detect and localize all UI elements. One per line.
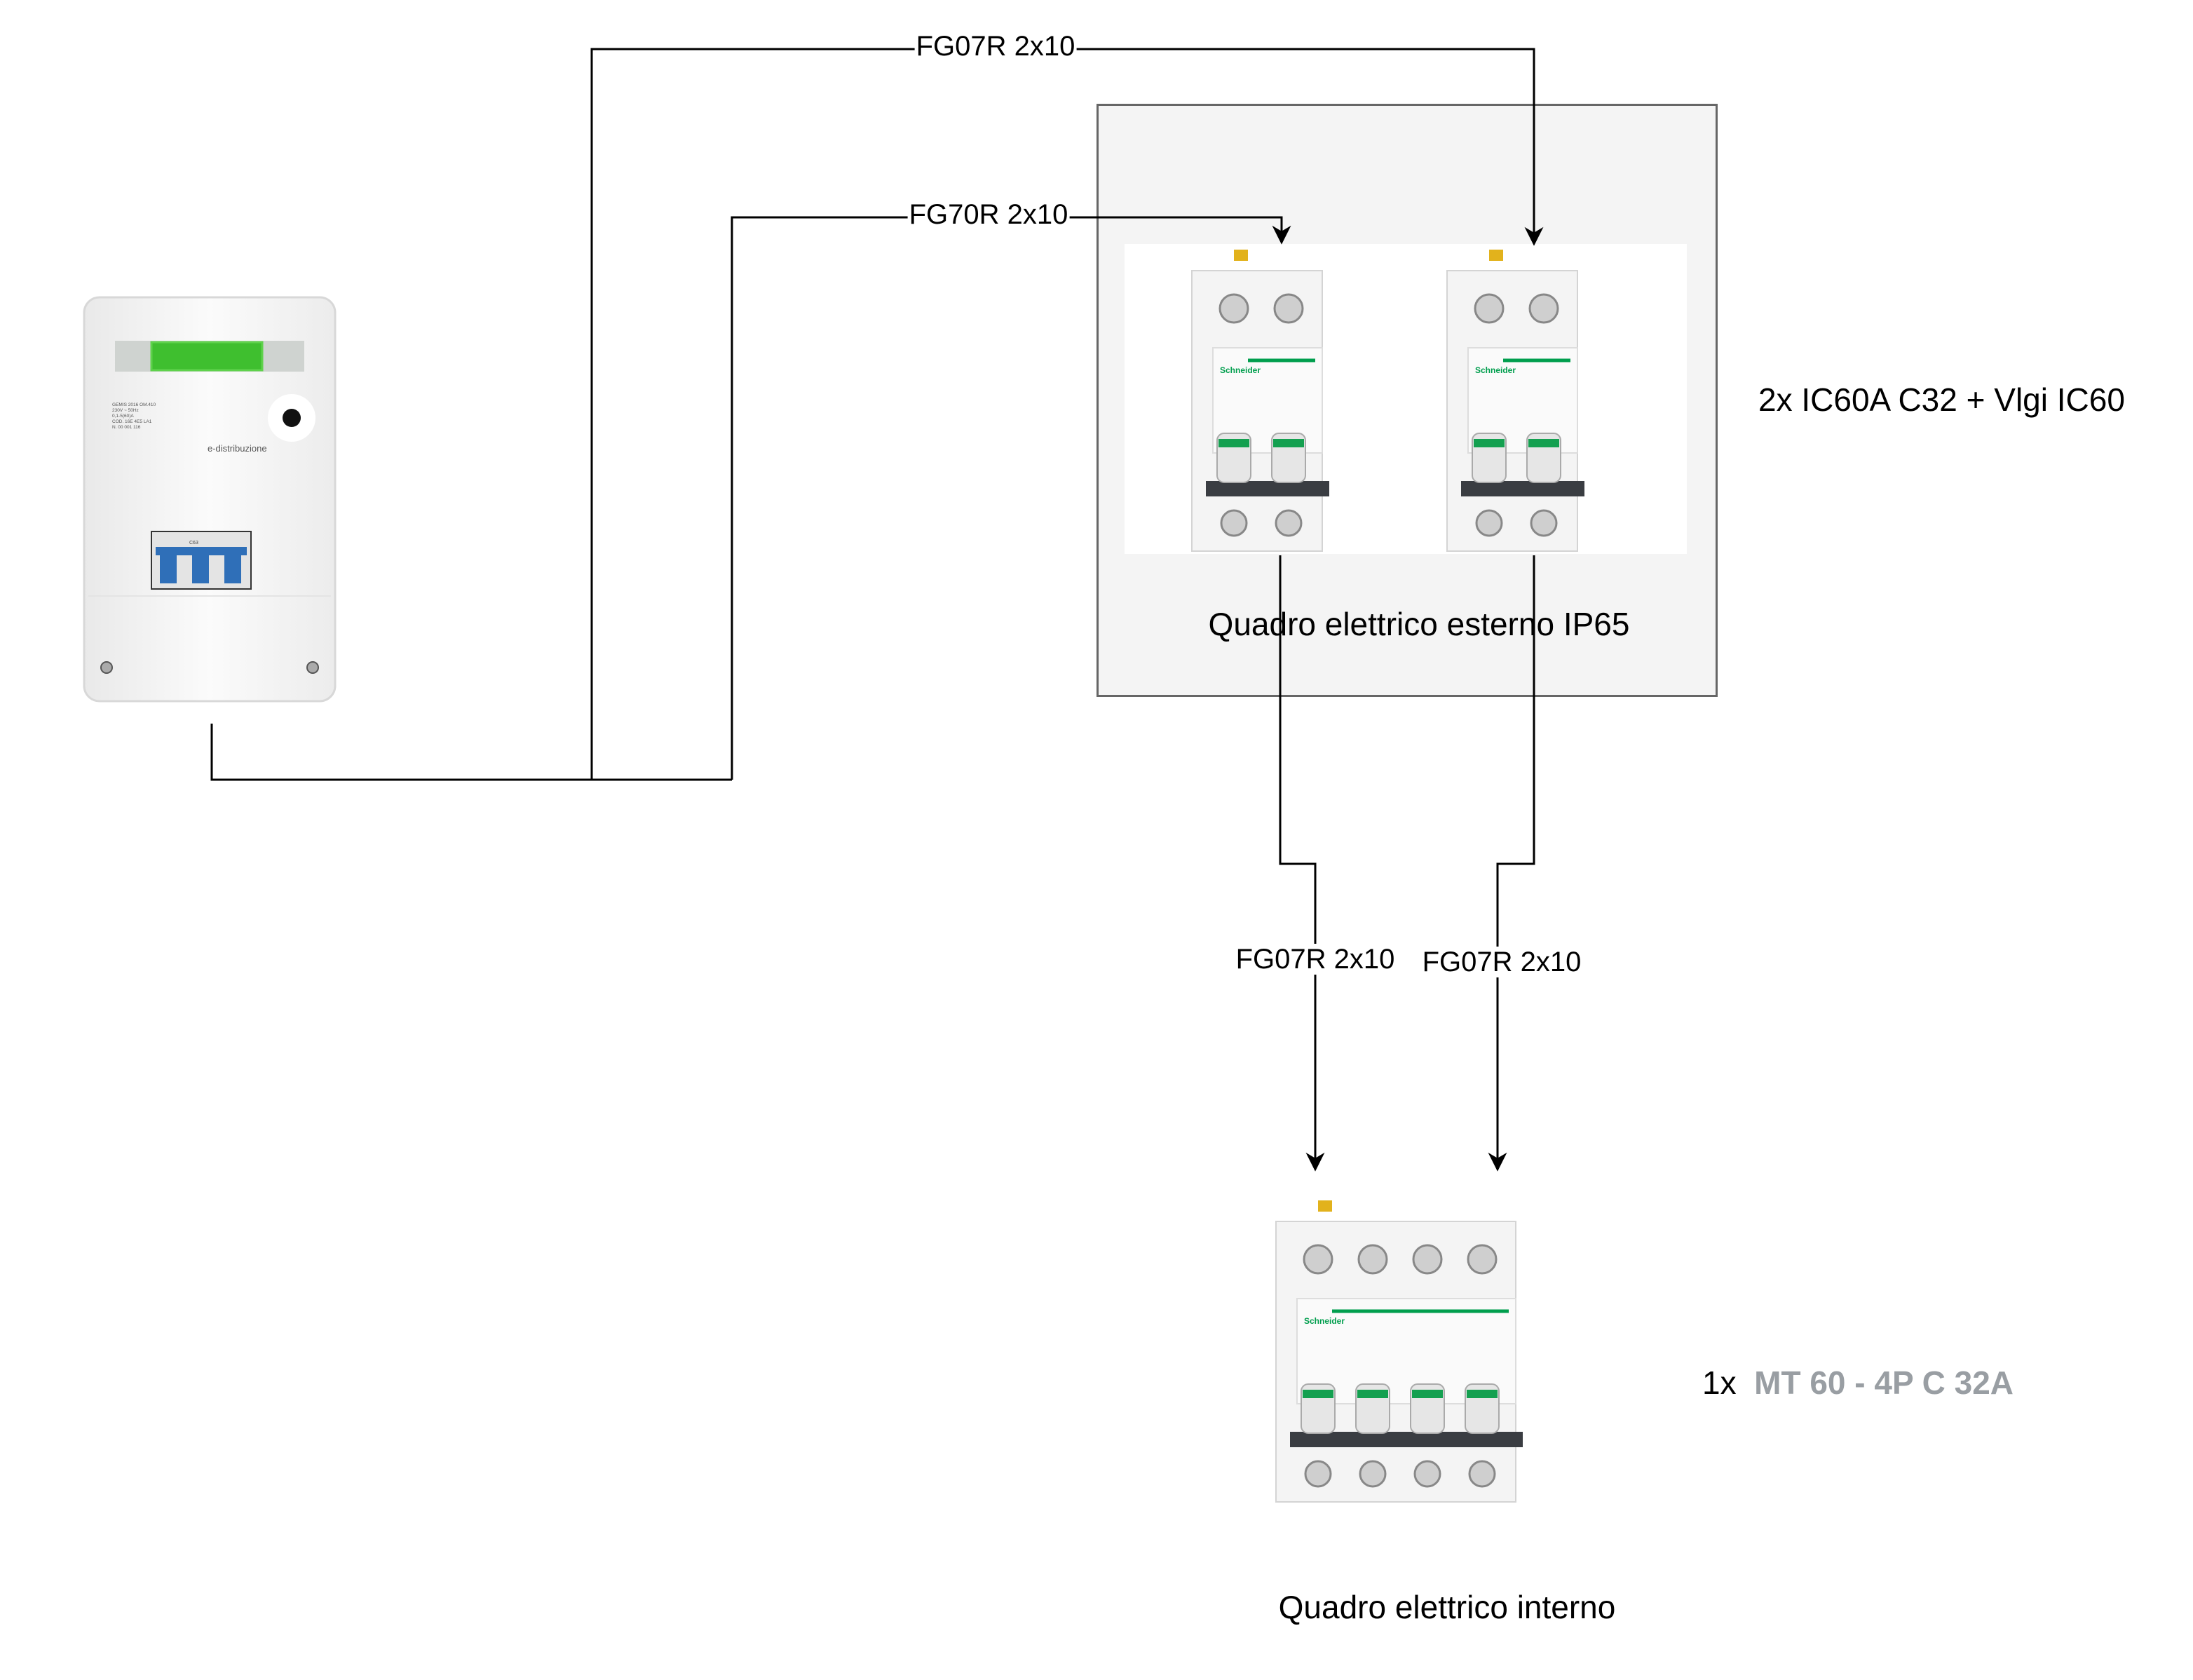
terminal-screw-icon <box>1304 1460 1332 1488</box>
wire-meter-out <box>210 724 732 781</box>
meter-label-line: N. 00 001 116 <box>112 425 141 430</box>
terminal-screw-icon <box>1412 1244 1443 1275</box>
external-panel-title: Quadro elettrico esterno IP65 <box>1208 606 1630 642</box>
meter-display <box>150 341 264 372</box>
meter-breaker-rating: C63 <box>189 541 198 546</box>
meter-label-line: 0,1-5(60)A <box>112 414 134 419</box>
terminal-screw-icon <box>1218 293 1249 324</box>
spec-qty: 1x <box>1702 1364 1737 1401</box>
terminal-screw-icon <box>1475 509 1503 537</box>
meter-label-line: 230V ~ 50Hz <box>112 408 139 413</box>
terminal-screw-icon <box>1273 293 1304 324</box>
terminal-screw-icon <box>1530 509 1558 537</box>
screw-icon <box>306 661 319 674</box>
energy-meter[interactable]: GEMIS 2016 OM.410 230V ~ 50Hz 0,1-5(60)A… <box>81 294 338 704</box>
terminal-screw-icon <box>1220 509 1248 537</box>
wire-down-left <box>1279 555 1325 1172</box>
internal-panel-spec: 1x MT 60 - 4P C 32A <box>1702 1364 2014 1401</box>
terminal-screw-icon <box>1413 1460 1441 1488</box>
meter-brand: e-distribuzione <box>208 443 267 454</box>
internal-panel-title: Quadro elettrico interno <box>1278 1589 1616 1625</box>
meter-label-line: GEMIS 2016 OM.410 <box>112 402 156 407</box>
terminal-screw-icon <box>1275 509 1303 537</box>
wire-down-right <box>1488 555 1535 1172</box>
terminal-screw-icon <box>1474 293 1505 324</box>
breaker-4p-internal[interactable]: Schneider <box>1275 1200 1523 1503</box>
terminal-screw-icon <box>1303 1244 1333 1275</box>
terminal-screw-icon <box>1359 1460 1387 1488</box>
breaker-brand-logo: Schneider <box>1304 1316 1345 1326</box>
cable-label-top: FG07R 2x10 <box>914 31 1077 62</box>
wire-top-cable <box>590 48 1544 780</box>
external-panel-spec: 2x IC60A C32 + Vlgi IC60 <box>1758 381 2125 418</box>
terminal-screw-icon <box>1467 1244 1498 1275</box>
cable-label-down-left: FG07R 2x10 <box>1234 944 1397 975</box>
terminal-screw-icon <box>1528 293 1559 324</box>
terminal-screw-icon <box>1357 1244 1388 1275</box>
terminal-screw-icon <box>1468 1460 1496 1488</box>
cable-label-second: FG70R 2x10 <box>907 199 1070 230</box>
breaker-2p-left[interactable]: Schneider <box>1191 250 1329 552</box>
breaker-2p-right[interactable]: Schneider <box>1446 250 1584 552</box>
cable-label-down-right: FG07R 2x10 <box>1420 947 1583 977</box>
screw-icon <box>100 661 113 674</box>
breaker-brand-logo: Schneider <box>1475 365 1516 375</box>
meter-label-line: COD. 16E 4E5 LA1 <box>112 419 152 424</box>
wire-second-cable <box>731 216 1291 780</box>
meter-led <box>283 409 301 427</box>
spec-model: MT 60 - 4P C 32A <box>1754 1364 2014 1401</box>
breaker-brand-logo: Schneider <box>1220 365 1261 375</box>
